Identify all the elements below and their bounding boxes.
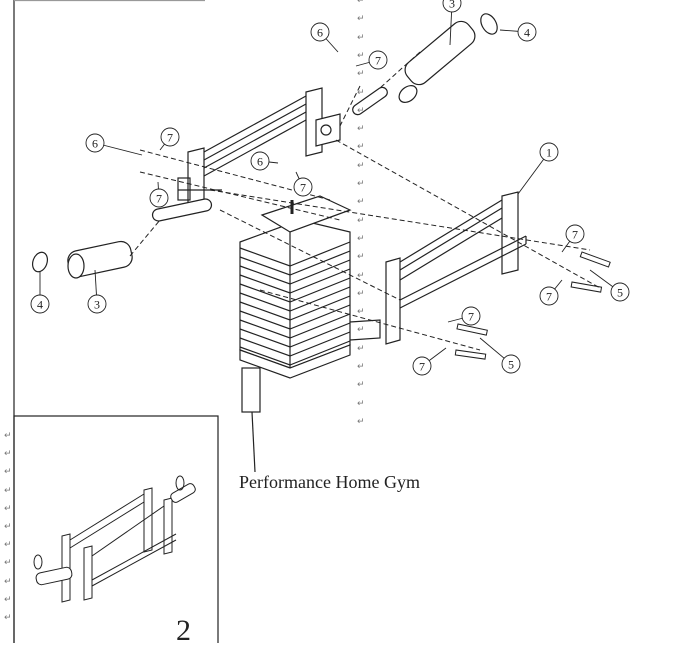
callout-7: 7 xyxy=(159,127,180,151)
callout-6: 6 xyxy=(85,133,143,156)
callout-3: 3 xyxy=(87,269,107,314)
paragraph-mark: ↵ xyxy=(357,160,365,171)
paragraph-mark: ↵ xyxy=(357,252,365,263)
callout-7: 7 xyxy=(539,279,563,306)
weight-plate xyxy=(239,250,351,276)
callout-6: 6 xyxy=(250,151,279,171)
paragraph-mark: ↵ xyxy=(357,142,365,153)
paragraph-mark: ↵ xyxy=(4,449,12,460)
paragraph-mark: ↵ xyxy=(4,503,12,514)
handles xyxy=(31,13,498,279)
paragraph-mark: ↵ xyxy=(357,307,365,318)
paragraph-mark: ↵ xyxy=(357,380,365,391)
weight-plate xyxy=(239,313,351,339)
callout-label: 3 xyxy=(449,0,455,11)
paragraph-mark: ↵ xyxy=(4,467,12,478)
paragraph-mark: ↵ xyxy=(357,343,365,354)
paragraph-mark: ↵ xyxy=(4,431,12,441)
callout-label: 7 xyxy=(468,310,474,324)
paragraph-mark: ↵ xyxy=(357,215,365,226)
callout-1: 1 xyxy=(517,142,559,195)
weight-plate xyxy=(239,241,351,267)
paragraph-mark: ↵ xyxy=(357,398,365,409)
callout-label: 6 xyxy=(257,155,263,169)
paragraph-mark: ↵ xyxy=(357,362,365,372)
paragraph-mark: ↵ xyxy=(357,124,365,135)
callout-label: 7 xyxy=(546,290,552,304)
callout-label: 1 xyxy=(546,146,552,160)
callout-5: 5 xyxy=(479,337,521,374)
figure-caption: Performance Home Gym xyxy=(239,472,420,492)
callout-6: 6 xyxy=(310,22,339,53)
paragraph-mark: ↵ xyxy=(357,87,365,98)
callout-label: 5 xyxy=(617,286,623,300)
paragraph-mark: ↵ xyxy=(4,558,12,569)
paragraph-mark: ↵ xyxy=(357,179,365,189)
weight-plate xyxy=(239,322,351,348)
weight-plate xyxy=(239,277,351,303)
rear-frame xyxy=(177,87,341,215)
paragraph-mark: ↵ xyxy=(357,50,365,61)
paragraph-mark: ↵ xyxy=(357,197,365,208)
callout-label: 5 xyxy=(508,358,514,372)
callout-label: 4 xyxy=(37,298,43,312)
paragraph-mark: ↵ xyxy=(357,105,365,116)
bolts xyxy=(454,251,611,360)
weight-stack xyxy=(239,195,381,473)
callout-label: 4 xyxy=(524,26,530,40)
inset-figure-number: 2 xyxy=(176,614,191,647)
paragraph-mark: ↵ xyxy=(357,416,365,427)
paragraph-mark: ↵ xyxy=(357,0,365,6)
callout-7: 7 xyxy=(412,347,447,376)
weight-plate xyxy=(239,259,351,285)
callout-7: 7 xyxy=(149,181,169,208)
paragraph-mark: ↵ xyxy=(357,233,365,244)
callout-7: 7 xyxy=(561,224,585,253)
weight-plate xyxy=(239,295,351,321)
callout-4: 4 xyxy=(499,22,537,42)
weight-plate xyxy=(239,268,351,294)
callout-label: 6 xyxy=(317,26,323,40)
callout-label: 7 xyxy=(419,360,425,374)
callout-label: 7 xyxy=(300,181,306,195)
callout-label: 3 xyxy=(94,298,100,312)
paragraph-mark: ↵ xyxy=(4,576,12,587)
paragraph-mark: ↵ xyxy=(4,522,12,532)
callout-7: 7 xyxy=(355,50,388,70)
paragraph-mark: ↵ xyxy=(357,270,365,281)
paragraph-mark: ↵ xyxy=(4,485,12,496)
weight-plate xyxy=(239,340,351,366)
paragraph-mark: ↵ xyxy=(357,32,365,43)
callout-label: 7 xyxy=(375,54,381,68)
callout-3: 3 xyxy=(442,0,462,46)
callout-label: 7 xyxy=(156,192,162,206)
paragraph-mark: ↵ xyxy=(4,613,12,623)
callout-label: 7 xyxy=(167,131,173,145)
callout-label: 6 xyxy=(92,137,98,151)
callout-7: 7 xyxy=(447,306,481,326)
weight-plate xyxy=(239,286,351,312)
paragraph-mark: ↵ xyxy=(357,325,365,336)
inset-assembled-view xyxy=(33,475,196,603)
callout-5: 5 xyxy=(589,269,630,302)
inset-frame xyxy=(13,415,219,643)
callout-7: 7 xyxy=(293,171,313,197)
paragraph-mark: ↵ xyxy=(4,540,12,551)
paragraph-mark: ↵ xyxy=(357,14,365,25)
paragraph-mark: ↵ xyxy=(357,69,365,80)
paragraph-mark: ↵ xyxy=(357,288,365,299)
weight-plate xyxy=(239,331,351,357)
callout-label: 7 xyxy=(572,228,578,242)
front-frame xyxy=(385,191,527,345)
paragraph-mark: ↵ xyxy=(4,594,12,605)
weight-plate xyxy=(239,304,351,330)
callout-4: 4 xyxy=(30,272,50,314)
